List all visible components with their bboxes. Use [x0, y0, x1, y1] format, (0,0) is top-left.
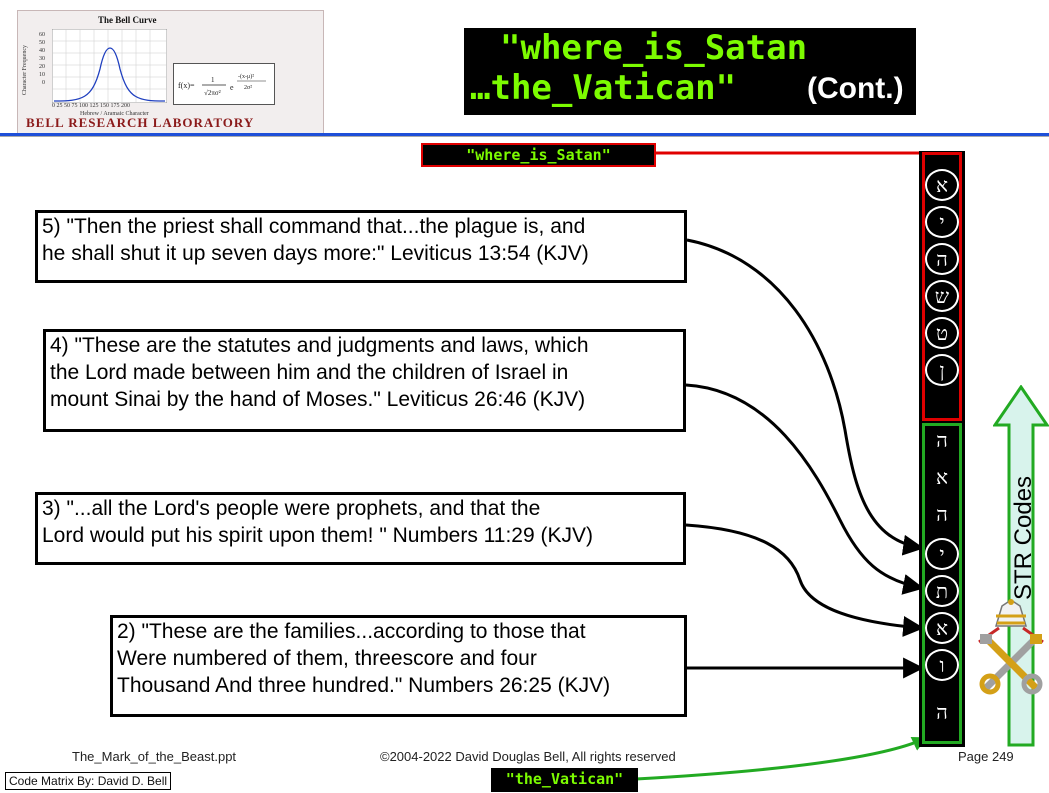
matrix-letter-5: ט: [935, 321, 949, 345]
svg-text:-(x-μ)²: -(x-μ)²: [238, 73, 254, 80]
logo-chart-title: The Bell Curve: [98, 15, 157, 25]
footer-copyright: ©2004-2022 David Douglas Bell, All right…: [380, 749, 676, 764]
svg-text:√2πσ²: √2πσ²: [204, 89, 221, 97]
title-cont: (Cont.): [807, 72, 904, 105]
lab-name: BELL RESEARCH LABORATORY: [26, 115, 255, 130]
matrix-letter-7: ה: [936, 428, 948, 452]
connector-quote-5: [686, 238, 925, 556]
matrix-circle-1: [925, 169, 959, 201]
matrix-letter-13: ו: [939, 653, 945, 677]
label-where-is-satan: "where_is_Satan": [421, 143, 656, 167]
svg-text:e: e: [230, 83, 234, 92]
logo-formula-graphic: f(x)= 1 √2πσ² e -(x-μ)² 2σ²: [173, 63, 275, 105]
matrix-letter-11: ת: [935, 579, 949, 603]
matrix-letter-1: א: [935, 173, 948, 197]
str-codes-arrow: [993, 385, 1049, 747]
title-line-2: …the_Vatican": [470, 68, 737, 108]
matrix-satan-outline: [922, 152, 962, 421]
quote-box-5: 5) "Then the priest shall command that..…: [35, 210, 687, 283]
label-the-vatican: "the_Vatican": [491, 768, 638, 792]
vatican-emblem-icon: [978, 599, 1044, 695]
header-divider: [0, 133, 1049, 136]
matrix-letter-8: א: [935, 465, 948, 489]
logo-x-axis-label: Hebrew / Aramaic Character: [80, 111, 149, 117]
connector-satan: [652, 151, 936, 174]
matrix-vatican-outline: [922, 423, 962, 744]
quote-2-line-2: Were numbered of them, threescore and fo…: [117, 647, 537, 670]
quote-5-line-2: he shall shut it up seven days more:" Le…: [42, 242, 589, 265]
svg-text:f(x)=: f(x)=: [178, 81, 195, 90]
matrix-circle-2: [925, 206, 959, 238]
matrix-letter-12: א: [935, 616, 948, 640]
footer-filename: The_Mark_of_the_Beast.ppt: [72, 749, 237, 764]
matrix-letter-4: ש: [934, 284, 950, 308]
title-line-1: "where_is_Satan: [500, 28, 808, 68]
matrix-letter-3: ה: [936, 247, 948, 271]
header-divider-shadow: [0, 136, 1049, 137]
matrix-circle-7: [925, 538, 959, 570]
str-codes-label: STR Codes: [1010, 475, 1037, 600]
matrix-circle-9: [925, 612, 959, 644]
matrix-letter-14: ה: [936, 700, 948, 724]
svg-text:1: 1: [211, 76, 215, 84]
footer-page-number: Page 249: [958, 749, 1014, 764]
matrix-circle-8: [925, 575, 959, 607]
quote-5-line-1: 5) "Then the priest shall command that..…: [42, 215, 586, 238]
quote-box-2: 2) "These are the families...according t…: [110, 615, 687, 717]
connector-quote-4: [685, 383, 925, 595]
quote-box-4: 4) "These are the statutes and judgments…: [43, 329, 686, 432]
connector-vatican: [635, 736, 928, 781]
svg-text:2σ²: 2σ²: [244, 85, 252, 91]
quote-4-line-3: mount Sinai by the hand of Moses." Levit…: [50, 388, 586, 411]
matrix-letter-9: ה: [936, 502, 948, 526]
matrix-circle-6: [925, 354, 959, 386]
matrix-circle-4: [925, 280, 959, 312]
quote-3-line-1: 3) "...all the Lord's people were prophe…: [42, 497, 541, 520]
matrix-letter-6: ן: [939, 358, 945, 382]
quote-4-line-1: 4) "These are the statutes and judgments…: [50, 334, 589, 357]
matrix-circle-5: [925, 317, 959, 349]
matrix-letter-10: י: [939, 542, 945, 566]
matrix-letter-2: י: [939, 210, 945, 234]
quote-4-line-2: the Lord made between him and the childr…: [50, 361, 569, 384]
slide-title: "where_is_Satan …the_Vatican" (Cont.): [464, 28, 916, 115]
quote-2-line-3: Thousand And three hundred." Numbers 26:…: [117, 674, 611, 697]
connector-quote-3: [685, 523, 925, 637]
quote-3-line-2: Lord would put his spirit upon them! " N…: [42, 524, 593, 547]
quote-2-line-1: 2) "These are the families...according t…: [117, 620, 586, 643]
matrix-circle-3: [925, 243, 959, 275]
code-matrix-column: א י ה ש ט ן ה א ה י ת א ו ה: [919, 151, 965, 747]
code-matrix-credit: Code Matrix By: David D. Bell: [5, 772, 172, 790]
quote-box-3: 3) "...all the Lord's people were prophe…: [35, 492, 686, 565]
logo-bell-curve-graphic: [52, 29, 167, 103]
matrix-circle-10: [925, 649, 959, 681]
logo-x-ticks: 0 25 50 75 100 125 150 175 200: [52, 103, 130, 109]
